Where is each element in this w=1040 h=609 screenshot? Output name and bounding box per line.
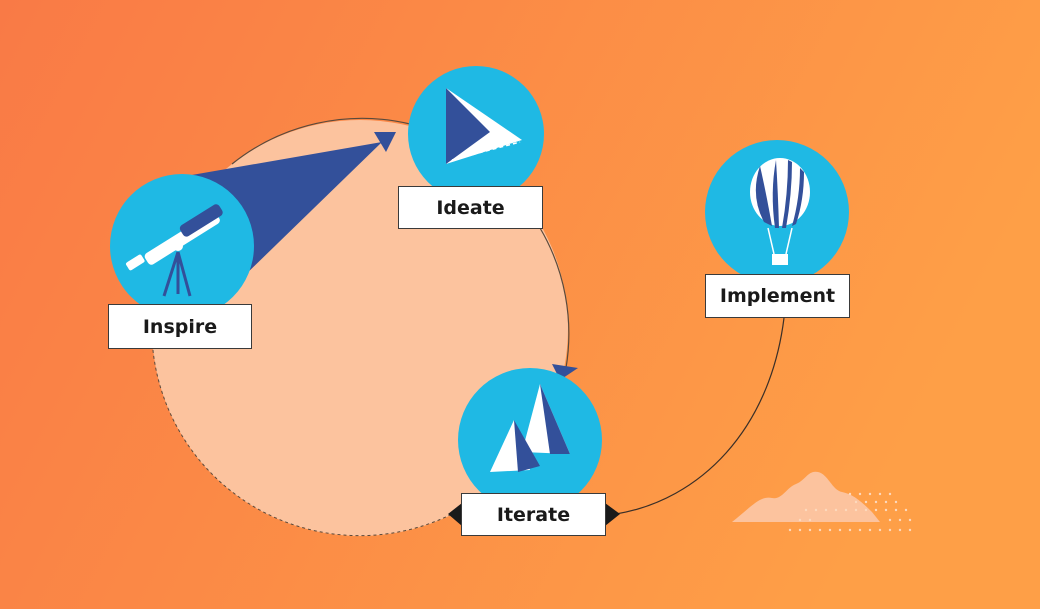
hot-air-balloon-icon (750, 158, 810, 265)
ideate-node (408, 66, 544, 202)
beam-arrow-head (374, 132, 396, 152)
telescope-icon (126, 204, 223, 297)
paper-plane-icon (446, 88, 522, 164)
iterate-node (458, 368, 602, 512)
iterate-label: Iterate (461, 493, 606, 536)
mountain-silhouette-decoration (732, 471, 912, 532)
iterate-right-arrow (605, 503, 620, 526)
ideate-label: Ideate (398, 186, 543, 229)
implement-connector (615, 317, 785, 515)
iterate-left-arrow (448, 503, 462, 526)
cycle-outline-top (231, 117, 411, 165)
inspire-label: Inspire (108, 304, 252, 349)
implement-label: Implement (705, 274, 850, 318)
mountain-peaks-icon (490, 384, 570, 472)
implement-node (705, 140, 849, 284)
cycle-outline-right (539, 227, 570, 369)
inspire-node (110, 174, 254, 318)
cycle-outline-left (151, 337, 471, 537)
